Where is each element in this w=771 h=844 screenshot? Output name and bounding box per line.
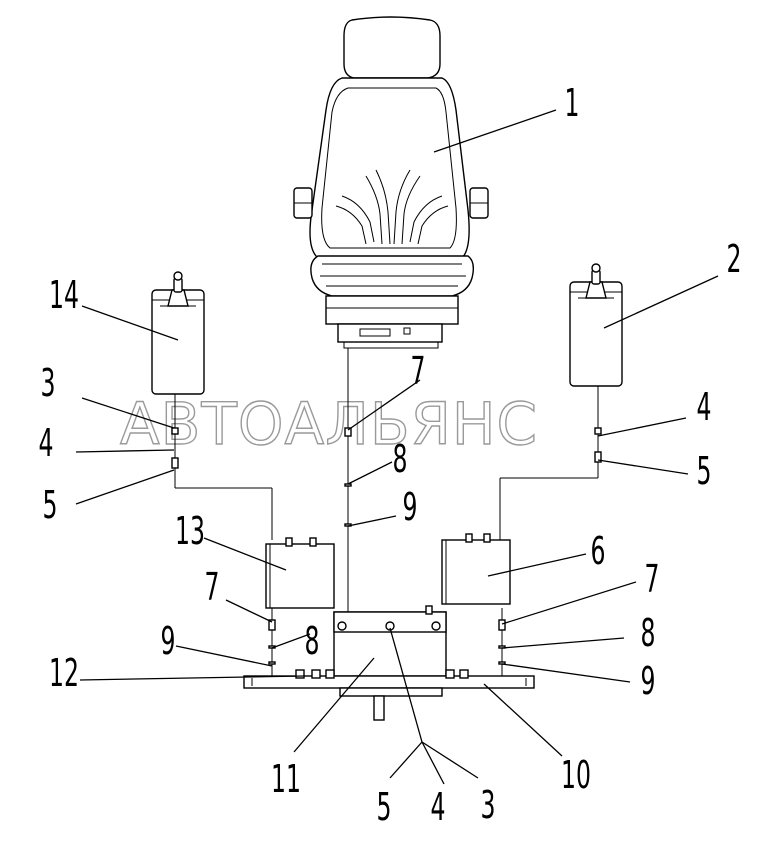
callout-2: 2: [727, 238, 742, 281]
callout-9-left: 9: [161, 620, 176, 663]
callout-3-bottom: 3: [481, 784, 496, 827]
watermark: АВТОАЛЬЯНС: [120, 390, 538, 458]
seat-suspension: [325, 295, 459, 325]
callout-6: 6: [591, 530, 606, 573]
operator-seat: [293, 16, 489, 349]
callout-9-right: 9: [641, 660, 656, 703]
callout-7-right: 7: [645, 558, 660, 601]
seat-headrest: [343, 16, 441, 79]
callout-9-top: 9: [403, 486, 418, 529]
callout-13: 13: [175, 510, 205, 553]
callout-4-bottom: 4: [431, 786, 446, 829]
callout-8-left: 8: [305, 620, 320, 663]
callout-5-bottom: 5: [377, 786, 392, 829]
callout-8-top: 8: [393, 438, 408, 481]
leader-lines: [75, 109, 719, 785]
callout-8-right: 8: [641, 612, 656, 655]
right-control-box: [441, 533, 511, 605]
left-joystick-controller: [151, 271, 205, 395]
fasteners: [171, 427, 602, 665]
base-plate: [243, 669, 535, 721]
callout-7-left: 7: [205, 566, 220, 609]
callout-4-left: 4: [39, 422, 54, 465]
callout-12: 12: [49, 652, 79, 695]
callout-14: 14: [49, 274, 79, 317]
seat-backrest-pattern: [335, 169, 449, 245]
callout-11: 11: [271, 758, 301, 801]
callout-7-top: 7: [411, 350, 426, 393]
callout-4-right: 4: [697, 386, 712, 429]
center-bracket: [333, 605, 447, 677]
callout-5-right: 5: [697, 450, 712, 493]
callout-3-left: 3: [41, 362, 56, 405]
right-joystick-controller: [569, 263, 623, 387]
callout-10: 10: [561, 754, 591, 797]
callout-numbers: 1 2 14 3 4 5 7 8 9 4 5 13 6 7 7 9 8 8 12…: [39, 82, 742, 829]
callout-1: 1: [565, 82, 580, 125]
left-control-box: [265, 537, 335, 609]
callout-5-left: 5: [43, 484, 58, 527]
